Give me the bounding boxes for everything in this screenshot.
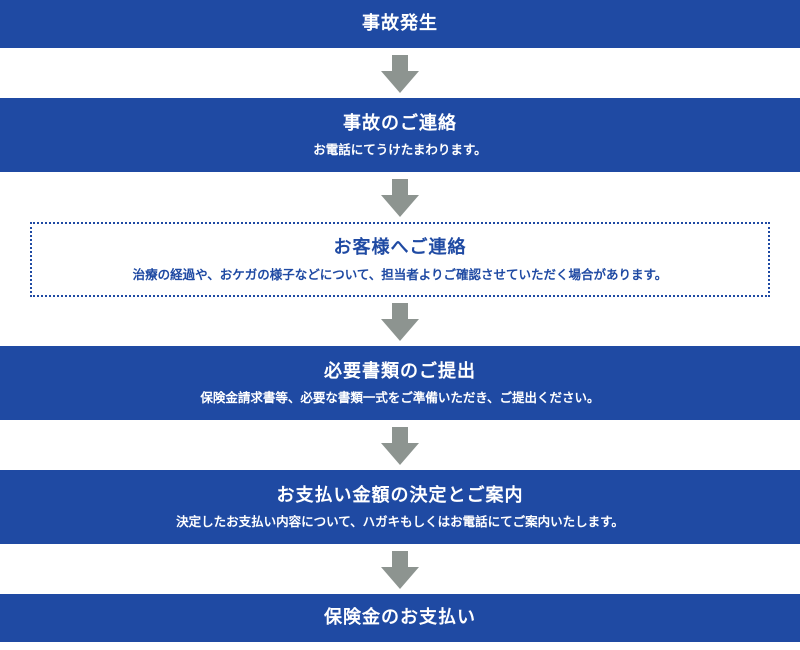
down-arrow-icon	[381, 303, 419, 341]
down-arrow-icon	[381, 427, 419, 465]
step-description: 治療の経過や、おケガの様子などについて、担当者よりご確認させていただく場合があり…	[132, 266, 668, 282]
step-description: 決定したお支払い内容について、ハガキもしくはお電話にてご案内いたします。	[176, 514, 624, 530]
step-description: お電話にてうけたまわります。	[313, 142, 487, 158]
step-description: 保険金請求書等、必要な書類一式をご準備いただき、ご提出ください。	[200, 390, 600, 406]
step-contact-customer: お客様へご連絡 治療の経過や、おケガの様子などについて、担当者よりご確認させてい…	[30, 222, 770, 297]
step-title: お支払い金額の決定とご案内	[276, 484, 524, 506]
down-arrow-icon	[381, 551, 419, 589]
step-title: 事故発生	[362, 13, 438, 35]
step-insurance-payment: 保険金のお支払い	[0, 594, 800, 642]
step-title: 必要書類のご提出	[324, 360, 476, 382]
step-payment-decision: お支払い金額の決定とご案内 決定したお支払い内容について、ハガキもしくはお電話に…	[0, 470, 800, 544]
step-title: 事故のご連絡	[343, 112, 457, 134]
step-accident-report: 事故のご連絡 お電話にてうけたまわります。	[0, 98, 800, 172]
step-accident-occurs: 事故発生	[0, 0, 800, 48]
down-arrow-icon	[381, 179, 419, 217]
down-arrow-icon	[381, 55, 419, 93]
step-submit-documents: 必要書類のご提出 保険金請求書等、必要な書類一式をご準備いただき、ご提出ください…	[0, 346, 800, 420]
step-title: 保険金のお支払い	[324, 607, 476, 629]
step-title: お客様へご連絡	[333, 237, 467, 259]
